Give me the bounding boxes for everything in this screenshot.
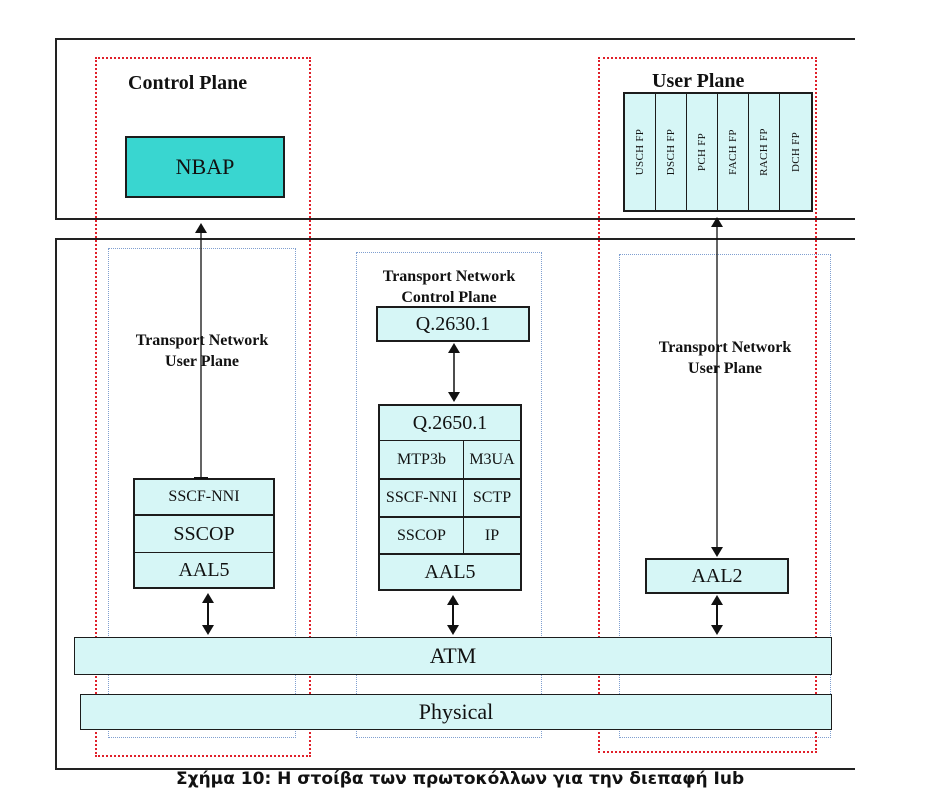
physical-bar: Physical <box>80 694 832 730</box>
tn-control-plane-region <box>356 252 542 738</box>
sscf-nni-box: SSCF-NNI <box>133 478 275 516</box>
ip-cell: IP <box>464 517 520 553</box>
tn-user-plane-left-region <box>108 248 296 738</box>
q2630-box: Q.2630.1 <box>376 306 530 342</box>
sscf-nni-cell: SSCF-NNI <box>380 479 464 517</box>
fp-cell: RACH FP <box>749 94 780 210</box>
control-plane-title: Control Plane <box>128 72 248 94</box>
tn-user-plane-left-label: Transport Network User Plane <box>135 332 269 370</box>
fp-cell: FACH FP <box>718 94 749 210</box>
tn-user-plane-right-region <box>619 254 831 738</box>
figure-caption: Σχήμα 10: Η στοίβα των πρωτοκόλλων για τ… <box>176 769 745 789</box>
aal5-left-box: AAL5 <box>133 553 275 589</box>
fp-cell: DSCH FP <box>656 94 687 210</box>
tn-control-rows: MTP3b M3UA SSCF-NNI SCTP SSCOP IP <box>378 441 522 555</box>
fp-cell: USCH FP <box>625 94 656 210</box>
fp-stack: USCH FP DSCH FP PCH FP FACH FP RACH FP D… <box>623 92 813 212</box>
fp-cell: PCH FP <box>687 94 718 210</box>
sscop-cell: SSCOP <box>380 517 464 553</box>
row-divider <box>463 441 464 553</box>
radio-network-layer-frame <box>55 38 855 220</box>
aal2-box: AAL2 <box>645 558 789 594</box>
m3ua-cell: M3UA <box>464 441 520 479</box>
tn-user-plane-right-label: Transport Network User Plane <box>658 339 792 377</box>
nbap-box: NBAP <box>125 136 285 198</box>
tn-control-plane-label: Transport Network Control Plane <box>382 268 516 306</box>
user-plane-title: User Plane <box>652 70 745 92</box>
transport-network-layer-frame <box>55 238 855 770</box>
mtp3b-cell: MTP3b <box>380 441 464 479</box>
control-plane-boundary <box>95 57 311 757</box>
user-plane-boundary <box>598 57 817 753</box>
sctp-cell: SCTP <box>464 479 520 517</box>
fp-cell: DCH FP <box>780 94 811 210</box>
atm-bar: ATM <box>74 637 832 675</box>
aal5-middle-box: AAL5 <box>378 555 522 591</box>
